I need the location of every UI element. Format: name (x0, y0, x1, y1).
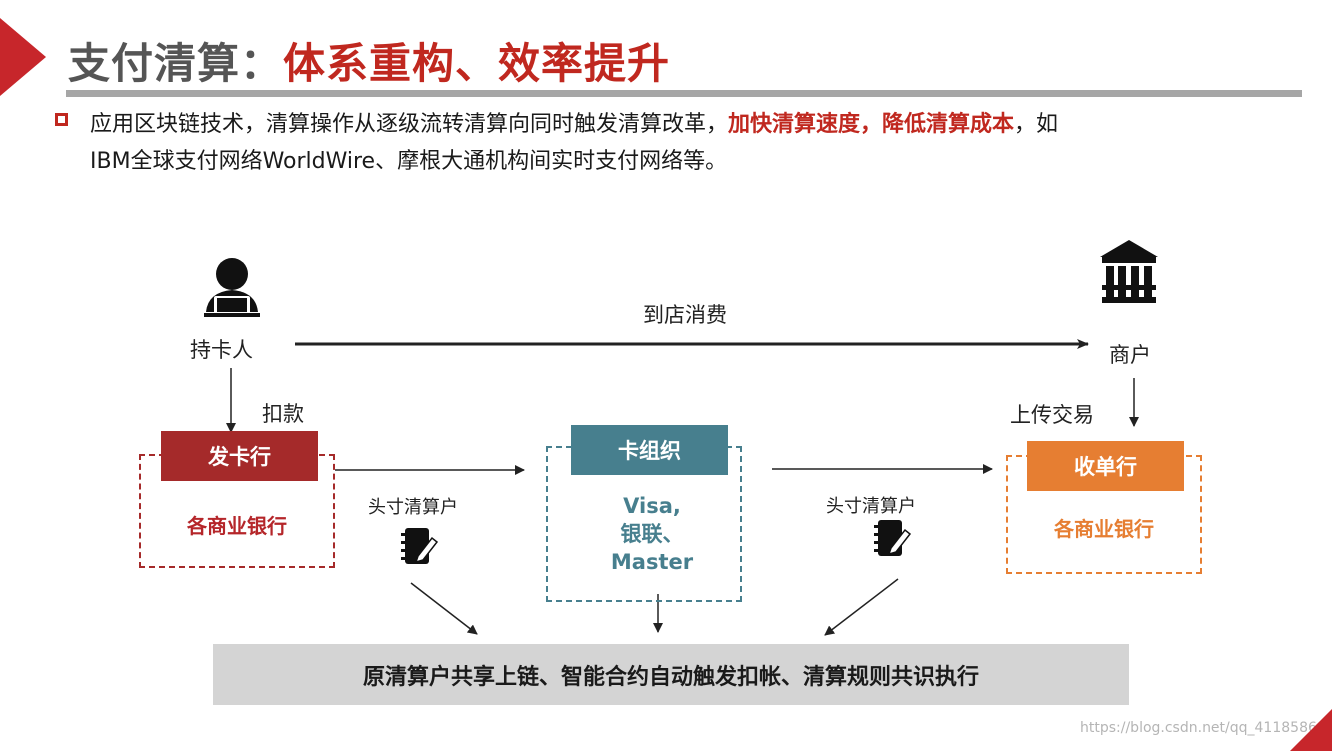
person-laptop-icon (204, 258, 260, 317)
right-to-bottom-arrow (824, 578, 899, 636)
card-org-line-3: Master (610, 550, 694, 574)
bullet-text-c: ，如 (1014, 112, 1059, 137)
clearing-account-right-label: 头寸清算户 (826, 496, 916, 517)
title-accent-triangle (0, 18, 46, 96)
card-org-body: Visa, 银联、 Master (546, 492, 758, 576)
issuer-bank-header: 发卡行 (161, 431, 318, 481)
deduct-label: 扣款 (262, 402, 304, 426)
title-prefix: 支付清算： (68, 39, 284, 88)
consume-label: 到店消费 (643, 303, 727, 327)
card-org-line-2: 银联、 (620, 522, 684, 546)
merchant-label: 商户 (1109, 343, 1151, 367)
shared-ledger-bar: 原清算户共享上链、智能合约自动触发扣帐、清算规则共识执行 (213, 644, 1129, 705)
upload-label: 上传交易 (1010, 403, 1094, 427)
issuer-bank-body: 各商业银行 (187, 514, 287, 538)
card-org-header: 卡组织 (571, 425, 728, 475)
title-divider (66, 90, 1302, 97)
clearing-account-left-label: 头寸清算户 (368, 497, 458, 518)
card-org-line-1: Visa, (623, 494, 681, 518)
cardholder-label: 持卡人 (190, 338, 253, 362)
bank-building-icon (1100, 240, 1158, 303)
bullet-text-a: 应用区块链技术，清算操作从逐级流转清算向同时触发清算改革， (90, 112, 729, 137)
acquirer-bank-body: 各商业银行 (1054, 517, 1154, 541)
left-to-bottom-arrow (410, 582, 478, 635)
watermark: https://blog.csdn.net/qq_41185868 (1080, 720, 1326, 736)
acquirer-bank-header: 收单行 (1027, 441, 1184, 491)
bullet-square-icon (55, 113, 68, 126)
bullet-line-2: IBM全球支付网络WorldWire、摩根大通机构间实时支付网络等。 (90, 149, 728, 174)
corner-accent (1290, 709, 1332, 751)
bullet-highlight: 加快清算速度，降低清算成本 (728, 112, 1015, 137)
notebook-icon-right (874, 520, 912, 556)
page-title: 支付清算：体系重构、效率提升 (68, 30, 670, 91)
bullet-line-1: 应用区块链技术，清算操作从逐级流转清算向同时触发清算改革，加快清算速度，降低清算… (90, 106, 1058, 138)
notebook-icon-left (401, 528, 439, 564)
title-highlight: 体系重构、效率提升 (283, 39, 671, 88)
